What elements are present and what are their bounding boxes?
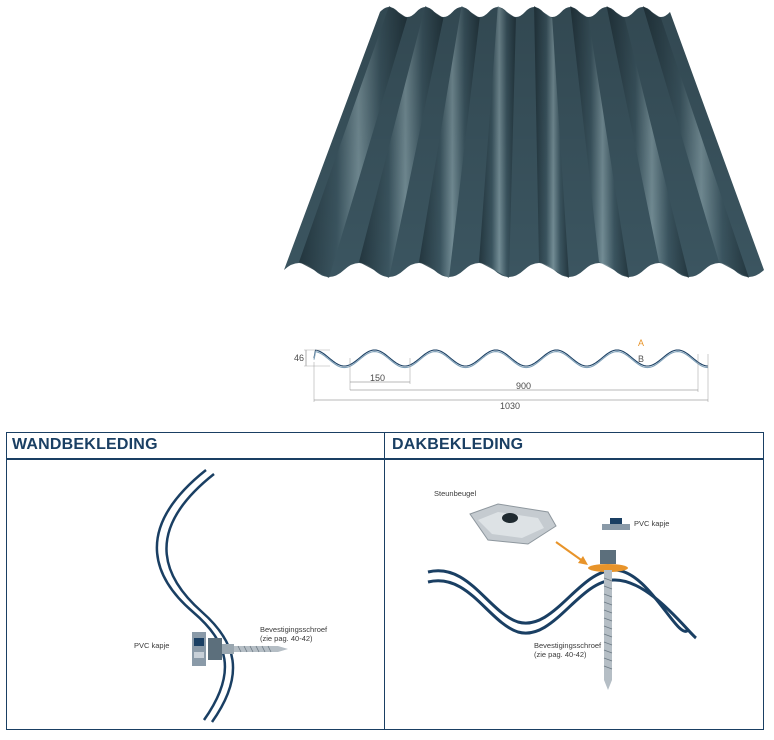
total-width-dimension: 1030 <box>500 401 520 411</box>
roof-cladding-title: DAKBEKLEDING <box>392 436 524 453</box>
wall-cladding-title: WANDBEKLEDING <box>12 436 158 453</box>
height-dimension: 46 <box>294 353 304 363</box>
pitch-dimension: 150 <box>370 373 385 383</box>
wall-mounting-diagram: PVC kapje Bevestigingsschroef (zie pag. … <box>134 469 328 723</box>
header-rule <box>6 458 764 460</box>
profile-line <box>313 351 709 369</box>
roof-bracket-label: Steunbeugel <box>434 489 476 498</box>
panel-divider <box>384 432 385 730</box>
mounting-details-panel <box>6 432 764 730</box>
wall-screw-label: Bevestigingsschroef <box>260 625 328 634</box>
pvc-cap-icon <box>602 518 630 530</box>
arrow-icon <box>555 541 588 565</box>
roof-pvc-label: PVC kapje <box>634 519 669 528</box>
screw-icon <box>208 638 288 660</box>
pvc-cap-icon <box>192 632 206 666</box>
roof-screw-label: Bevestigingsschroef <box>534 641 602 650</box>
roof-screw-ref: (zie pag. 40-42) <box>534 650 587 659</box>
wall-screw-ref: (zie pag. 40-42) <box>260 634 313 643</box>
cover-width-dimension: 900 <box>516 381 531 391</box>
bracket-icon <box>469 503 557 545</box>
profile-line <box>313 349 709 367</box>
corrugated-sheet-image <box>284 6 764 278</box>
profile-cross-section: 46 150 900 1030 A B <box>294 338 709 411</box>
side-b-label: B <box>638 354 644 364</box>
screw-icon <box>588 550 628 690</box>
side-a-label: A <box>638 338 644 348</box>
wall-pvc-label: PVC kapje <box>134 641 169 650</box>
roof-mounting-diagram: Steunbeugel PVC kapje Bevestigingsschroe… <box>427 489 697 690</box>
